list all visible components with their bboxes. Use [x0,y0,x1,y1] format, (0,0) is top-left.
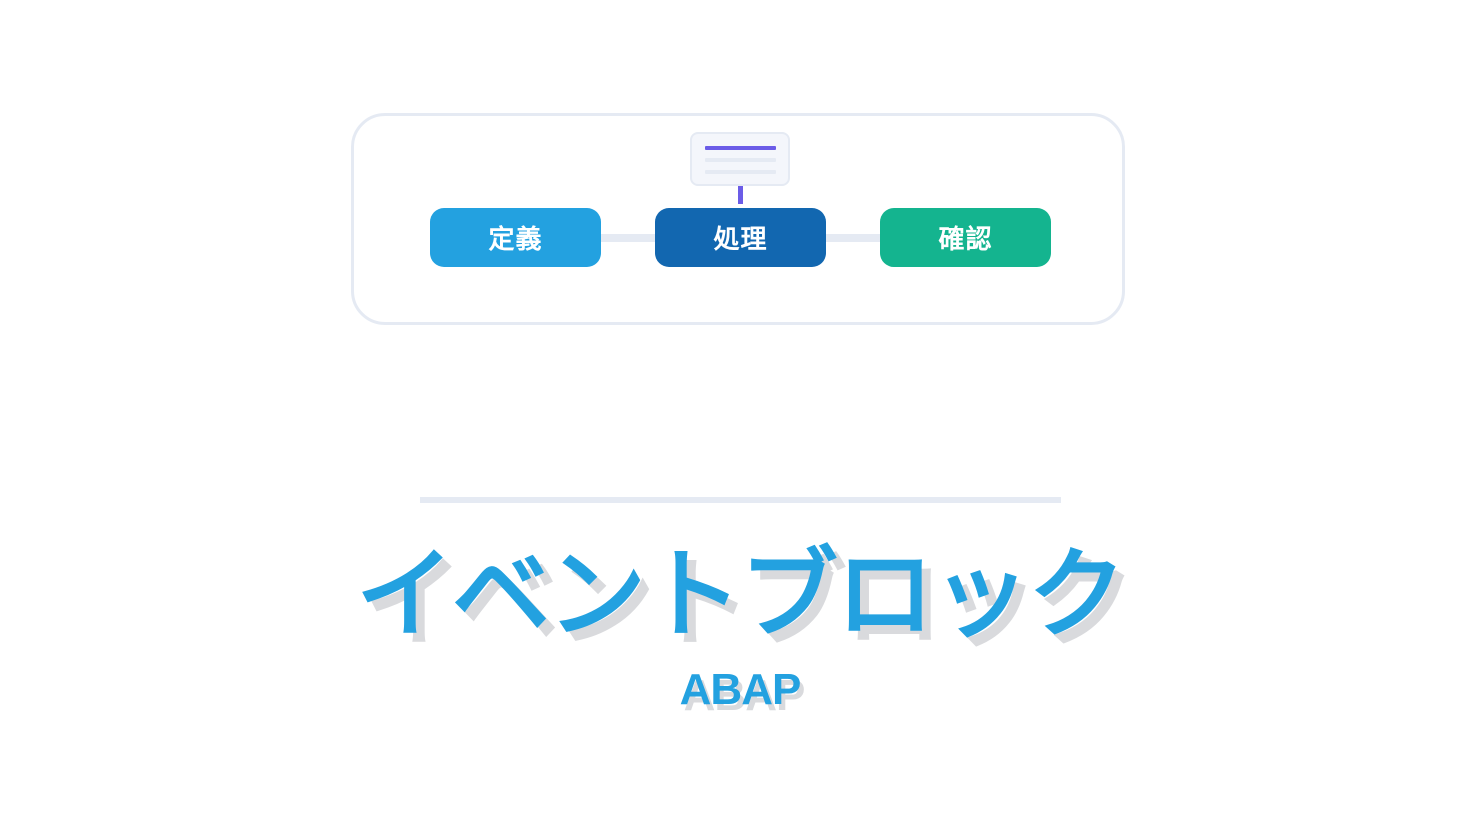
step-label: 処理 [713,225,768,255]
divider [420,497,1061,503]
title-block: イベントブロック [0,535,1480,655]
page-title: イベントブロック [355,538,1126,652]
connector-1 [598,234,658,242]
step-processing: 処理 [655,208,826,267]
note-accent-line [705,146,776,150]
page-subtitle: ABAP [679,665,802,714]
note-stem [738,186,743,204]
step-confirmation: 確認 [880,208,1051,267]
note-line [705,170,776,174]
step-definition: 定義 [430,208,601,267]
step-label: 定義 [488,225,543,255]
step-label: 確認 [938,225,993,255]
note-card-icon [690,132,790,186]
subtitle-block: ABAP [0,662,1480,718]
note-line [705,158,776,162]
connector-2 [823,234,883,242]
